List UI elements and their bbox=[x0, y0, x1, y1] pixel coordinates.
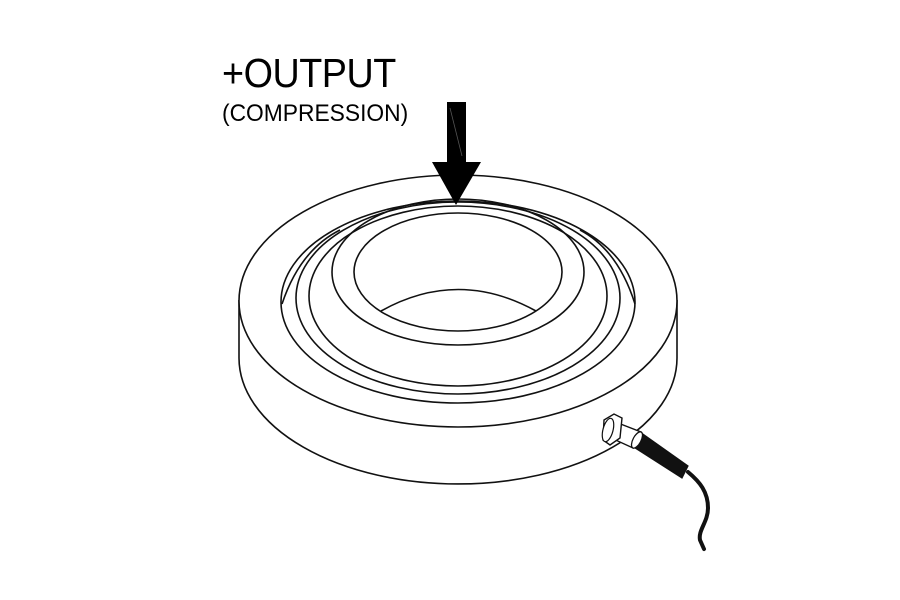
connector-collar bbox=[630, 431, 644, 449]
recess-step-2 bbox=[308, 205, 608, 387]
recess-step-1 bbox=[295, 201, 621, 395]
center-bore-inner-edge bbox=[380, 288, 537, 312]
hex-nut-face bbox=[601, 417, 615, 443]
compression-label: (COMPRESSION) bbox=[222, 100, 409, 127]
connector bbox=[601, 413, 711, 551]
cable bbox=[686, 470, 711, 551]
force-arrow-icon bbox=[432, 102, 481, 205]
output-label: +OUTPUT bbox=[222, 50, 396, 96]
recess-fillet-left bbox=[281, 229, 341, 305]
load-cell-body bbox=[238, 174, 678, 485]
center-bore bbox=[353, 212, 563, 332]
outer-side-wall bbox=[238, 300, 678, 485]
recess-fillet-right bbox=[579, 229, 636, 305]
